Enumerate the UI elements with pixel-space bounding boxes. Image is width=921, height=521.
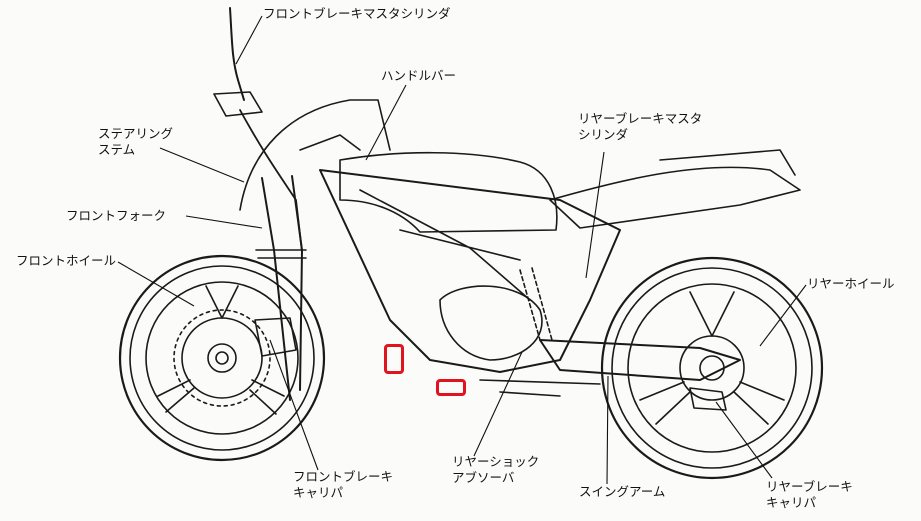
label-front-wheel: フロントホイール xyxy=(16,253,116,269)
label-text: リヤーホイール xyxy=(807,276,895,291)
label-text: フロントホイール xyxy=(16,253,117,268)
label-front-fork: フロントフォーク xyxy=(66,208,166,224)
highlight-box-frame-lower xyxy=(384,344,404,374)
label-line-2: シリンダ xyxy=(578,127,629,142)
label-rear-shock-absorber: リヤーショック アブソーバ xyxy=(452,454,539,486)
rear-wheel-drawing xyxy=(600,256,824,480)
label-line-2: キャリパ xyxy=(293,485,344,500)
label-text: フロントブレーキマスタシリンダ xyxy=(263,6,451,21)
label-line-2: キャリパ xyxy=(766,495,817,510)
label-text: ハンドルバー xyxy=(381,68,457,83)
highlight-box-under-engine xyxy=(436,379,466,396)
label-handlebar: ハンドルバー xyxy=(381,68,456,84)
label-text: スイングアーム xyxy=(579,484,666,499)
label-steering-stem: ステアリング ステム xyxy=(98,126,173,158)
label-rear-wheel: リヤーホイール xyxy=(807,276,895,292)
label-line-1: リヤーショック xyxy=(452,454,540,469)
label-line-1: ステアリング xyxy=(98,126,174,141)
label-front-brake-master-cylinder: フロントブレーキマスタシリンダ xyxy=(263,6,451,22)
leader-lines xyxy=(117,15,807,485)
label-rear-brake-caliper: リヤーブレーキ キャリパ xyxy=(766,479,853,511)
label-line-1: リヤーブレーキマスタ xyxy=(578,111,703,126)
label-line-1: フロントブレーキ xyxy=(293,469,394,484)
label-swing-arm: スイングアーム xyxy=(579,484,665,500)
label-text: フロントフォーク xyxy=(66,208,167,223)
label-rear-brake-master-cylinder: リヤーブレーキマスタ シリンダ xyxy=(578,111,702,143)
label-line-2: アブソーバ xyxy=(452,470,515,485)
label-line-1: リヤーブレーキ xyxy=(766,479,853,494)
label-front-brake-caliper: フロントブレーキ キャリパ xyxy=(293,469,393,501)
front-wheel-drawing xyxy=(118,254,326,462)
label-line-2: ステム xyxy=(98,142,136,157)
